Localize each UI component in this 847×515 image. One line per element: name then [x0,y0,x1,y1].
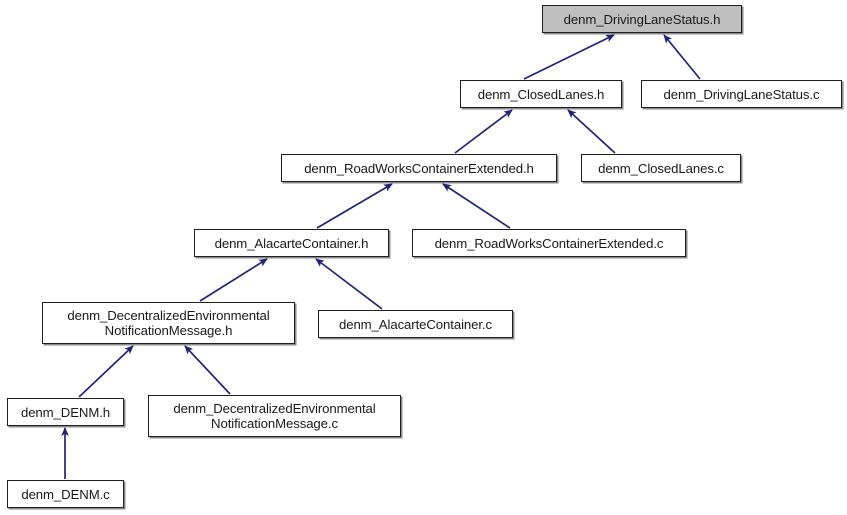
graph-node-alacarte_container_c[interactable]: denm_AlacarteContainer.c [318,310,513,338]
graph-node-road_works_container_extended_c[interactable]: denm_RoadWorksContainerExtended.c [412,229,686,257]
graph-node-label: denm_DecentralizedEnvironmental Notifica… [173,401,376,431]
graph-edge-road_works_container_extended_c-to-road_works_container_extended_h [442,183,511,229]
graph-node-label: denm_RoadWorksContainerExtended.h [304,160,534,176]
graph-node-label: denm_AlacarteContainer.h [214,235,369,251]
graph-edge-alacarte_container_h-to-road_works_container_extended_h [316,183,393,229]
graph-node-label: denm_DrivingLaneStatus.h [563,11,721,27]
graph-edge-decentralized_environmental_notification_message_h-to-alacarte_container_h [199,258,268,302]
graph-node-label: denm_ClosedLanes.c [598,160,724,176]
graph-edge-alacarte_container_c-to-alacarte_container_h [315,258,383,310]
graph-node-decentralized_environmental_notification_message_c[interactable]: denm_DecentralizedEnvironmental Notifica… [148,395,401,437]
graph-node-label: denm_DENM.h [20,404,111,420]
graph-node-denm_h[interactable]: denm_DENM.h [7,398,124,426]
graph-edge-driving_lane_status_c-to-driving_lane_status_h [663,34,701,80]
graph-node-closed_lanes_h[interactable]: denm_ClosedLanes.h [460,80,622,108]
graph-node-driving_lane_status_c[interactable]: denm_DrivingLaneStatus.c [641,80,842,108]
graph-edge-decentralized_environmental_notification_message_c-to-decentralized_environmental_notification_message_h [184,345,231,395]
graph-node-label: denm_ClosedLanes.h [477,86,605,102]
graph-node-alacarte_container_h[interactable]: denm_AlacarteContainer.h [194,229,389,257]
graph-edge-denm_h-to-decentralized_environmental_notification_message_h [78,345,134,398]
graph-node-road_works_container_extended_h[interactable]: denm_RoadWorksContainerExtended.h [281,154,557,182]
graph-node-denm_c[interactable]: denm_DENM.c [7,480,124,508]
graph-edge-road_works_container_extended_h-to-closed_lanes_h [454,109,513,154]
graph-node-driving_lane_status_h[interactable]: denm_DrivingLaneStatus.h [542,5,742,33]
graph-node-label: denm_DrivingLaneStatus.c [663,86,820,102]
graph-node-label: denm_DENM.c [21,486,110,502]
graph-node-label: denm_AlacarteContainer.c [338,316,492,332]
graph-node-label: denm_DecentralizedEnvironmental Notifica… [67,308,270,338]
graph-node-label: denm_RoadWorksContainerExtended.c [434,235,664,251]
graph-edge-closed_lanes_c-to-closed_lanes_h [567,109,616,154]
graph-node-decentralized_environmental_notification_message_h[interactable]: denm_DecentralizedEnvironmental Notifica… [42,302,295,344]
graph-node-closed_lanes_c[interactable]: denm_ClosedLanes.c [581,154,741,182]
graph-edge-closed_lanes_h-to-driving_lane_status_h [523,34,615,80]
